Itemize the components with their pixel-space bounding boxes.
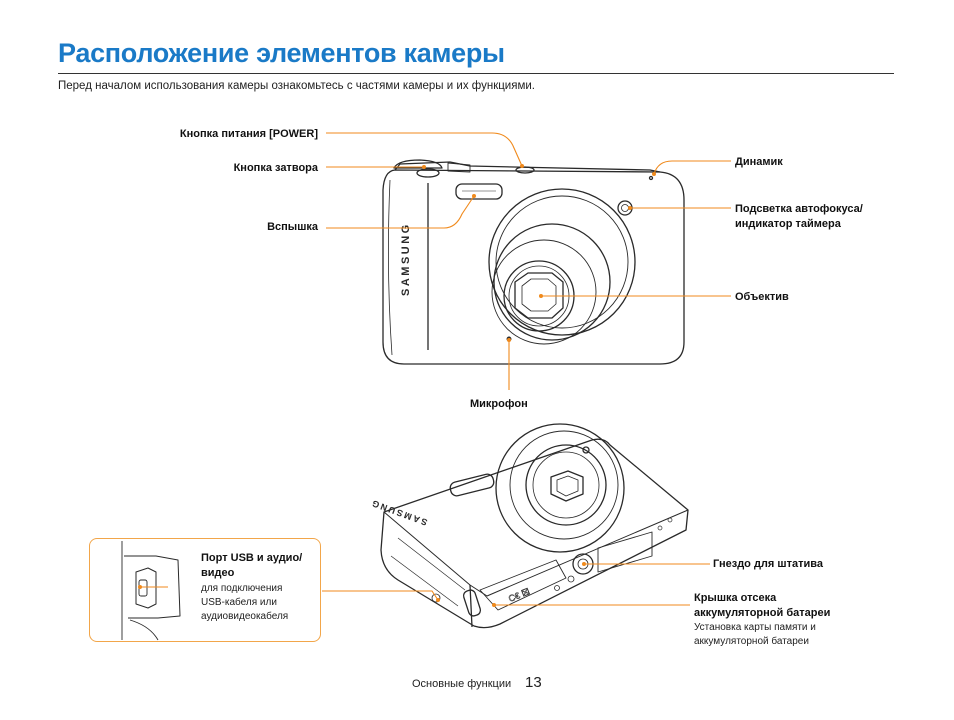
label-af-lamp-line2: индикатор таймера (735, 218, 841, 230)
label-usb-title-line2: видео (201, 567, 235, 579)
leader-power (326, 132, 523, 167)
power-button-shape (515, 166, 535, 174)
bottom-camera-body (380, 438, 689, 629)
label-battery-title-line1: Крышка отсека (694, 592, 777, 604)
leader-usb (322, 590, 439, 601)
page-title: Расположение элементов камеры (58, 38, 505, 68)
bottom-brand-logo: SAMSUNG (369, 498, 429, 528)
label-power-button: Кнопка питания [POWER] (179, 128, 318, 140)
leader-speaker (653, 160, 731, 175)
label-usb-port: Порт USB и аудио/ видео для подключения … (201, 551, 317, 624)
label-usb-desc-line2: USB-кабеля или (201, 597, 277, 608)
front-camera-body (382, 169, 685, 365)
label-af-lamp-line1: Подсветка автофокуса/ (735, 203, 863, 215)
label-microphone: Микрофон (470, 398, 528, 410)
flash-window (455, 183, 503, 200)
label-lens: Объектив (735, 291, 789, 303)
label-tripod-socket: Гнездо для штатива (713, 558, 823, 570)
battery-cover-shape (479, 559, 567, 611)
intro-text: Перед началом использования камеры ознак… (58, 80, 535, 92)
label-usb-title-line1: Порт USB и аудио/ (201, 552, 303, 564)
label-usb-desc-line1: для подключения (201, 583, 283, 594)
label-af-lamp: Подсветка автофокуса/ индикатор таймера (735, 202, 863, 232)
label-battery-title-line2: аккумуляторной батареи (694, 607, 831, 619)
usb-callout-box (89, 538, 321, 642)
label-usb-desc-line3: аудиовидеокабеля (201, 611, 289, 622)
front-brand-logo: SAMSUNG (400, 222, 412, 296)
title-divider (58, 73, 894, 74)
svg-text:C€ ☒: C€ ☒ (507, 586, 531, 604)
lens-outer-ring (488, 188, 636, 336)
page-number: 13 (525, 674, 542, 691)
leader-flash (326, 195, 475, 229)
label-battery-desc-line1: Установка карты памяти и (694, 622, 816, 633)
label-battery-desc-line2: аккумуляторной батареи (694, 636, 809, 647)
label-battery-cover: Крышка отсека аккумуляторной батареи Уст… (694, 591, 830, 649)
label-speaker: Динамик (735, 156, 783, 168)
shutter-button-shape (393, 159, 443, 169)
footer-section: Основные функции (412, 678, 512, 690)
label-shutter-button: Кнопка затвора (233, 162, 318, 174)
label-flash: Вспышка (267, 221, 318, 233)
